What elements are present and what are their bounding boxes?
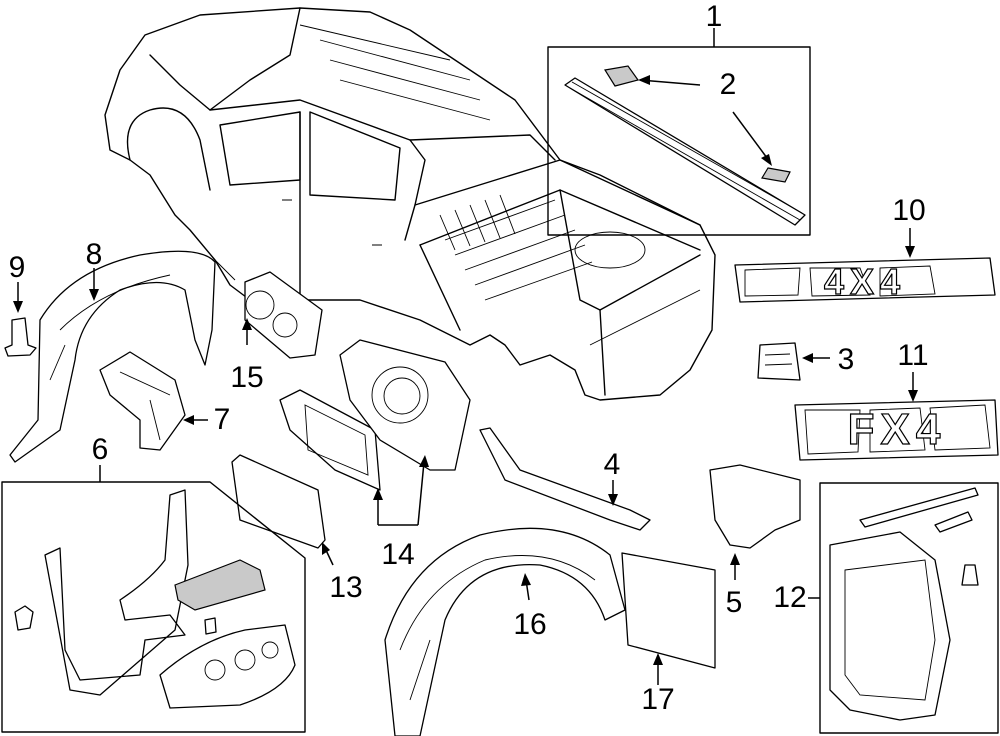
shield-5: [709, 464, 801, 580]
clip-9: [4, 282, 37, 357]
strip-4: [479, 427, 651, 531]
fuel-door-13: [231, 454, 334, 566]
mudflap-assembly-12: [808, 482, 999, 734]
callout-9: 9: [8, 251, 26, 284]
emblem-4x4-text: 4X4: [823, 261, 907, 302]
fuel-housing-14: [279, 339, 471, 526]
callout-10: 10: [892, 194, 926, 227]
step-assembly-6: [1, 465, 306, 733]
callout-2: 2: [719, 68, 737, 101]
callout-6: 6: [91, 433, 109, 466]
callout-16: 16: [513, 608, 547, 641]
truck-body: [104, 7, 716, 401]
callout-14: 14: [381, 538, 415, 571]
callout-11: 11: [897, 339, 929, 372]
callout-7: 7: [213, 403, 231, 436]
bracket-3: [757, 342, 830, 381]
callout-15: 15: [230, 361, 264, 394]
callout-3: 3: [837, 343, 855, 376]
callout-1: 1: [705, 0, 723, 33]
callout-4: 4: [603, 448, 621, 481]
callout-5: 5: [725, 586, 743, 619]
emblem-fx4-drawing: [794, 372, 999, 461]
wheelhouse-8: [9, 250, 216, 463]
callout-13: 13: [329, 571, 363, 604]
emblem-fx4-text: FX4: [847, 405, 947, 454]
callout-8: 8: [85, 238, 103, 271]
bracket-7: [99, 351, 208, 451]
box-rail-assembly: [547, 28, 811, 236]
emblem-4x4-drawing: [734, 228, 996, 303]
callout-17: 17: [641, 683, 675, 716]
panel-17: [621, 552, 716, 685]
callout-12: 12: [773, 581, 807, 614]
fender-liner-16: [384, 527, 626, 736]
housing-15: [242, 271, 323, 359]
